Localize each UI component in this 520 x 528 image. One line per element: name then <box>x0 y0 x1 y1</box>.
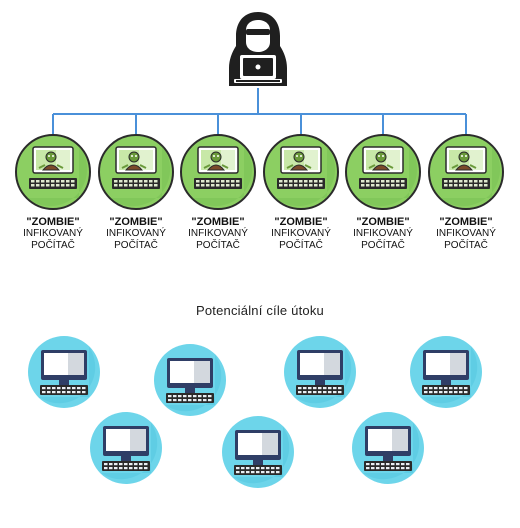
zombie-label-line3: POČÍTAČ <box>444 240 488 251</box>
zombie-label-line2: INFIKOVANÝ <box>106 228 166 239</box>
desktop-computer-icon <box>284 336 356 408</box>
zombie-label-line3: POČÍTAČ <box>31 240 75 251</box>
zombie-computer-icon <box>428 134 504 210</box>
zombie-computer-icon <box>15 134 91 210</box>
zombie-label-line1: "ZOMBIE" <box>439 216 493 228</box>
desktop-computer-icon <box>352 412 424 484</box>
zombie-computer-icon <box>180 134 256 210</box>
zombie-label-line2: INFIKOVANÝ <box>271 228 331 239</box>
hacker-with-laptop-icon <box>229 12 287 86</box>
target-computers <box>28 336 482 488</box>
zombie-label-line2: INFIKOVANÝ <box>188 228 248 239</box>
targets-title: Potenciální cíle útoku <box>196 303 324 318</box>
zombie-computer-icon <box>263 134 339 210</box>
zombie-label-line1: "ZOMBIE" <box>109 216 163 228</box>
zombie-label-line1: "ZOMBIE" <box>26 216 80 228</box>
zombie-computer-icon <box>98 134 174 210</box>
desktop-computer-icon <box>410 336 482 408</box>
desktop-computer-icon <box>90 412 162 484</box>
zombie-label-line1: "ZOMBIE" <box>191 216 245 228</box>
zombie-label-line1: "ZOMBIE" <box>356 216 410 228</box>
zombie-label-line2: INFIKOVANÝ <box>353 228 413 239</box>
desktop-computer-icon <box>222 416 294 488</box>
desktop-computer-icon <box>154 344 226 416</box>
connector-lines <box>52 88 467 134</box>
zombie-computer-icon <box>345 134 421 210</box>
zombie-label-line3: POČÍTAČ <box>279 240 323 251</box>
zombie-label-line3: POČÍTAČ <box>114 240 158 251</box>
zombie-label-line3: POČÍTAČ <box>196 240 240 251</box>
zombie-computers <box>15 134 504 210</box>
desktop-computer-icon <box>28 336 100 408</box>
zombie-label-line1: "ZOMBIE" <box>274 216 328 228</box>
zombie-label-line2: INFIKOVANÝ <box>23 228 83 239</box>
zombie-label-line2: INFIKOVANÝ <box>436 228 496 239</box>
zombie-label-line3: POČÍTAČ <box>361 240 405 251</box>
